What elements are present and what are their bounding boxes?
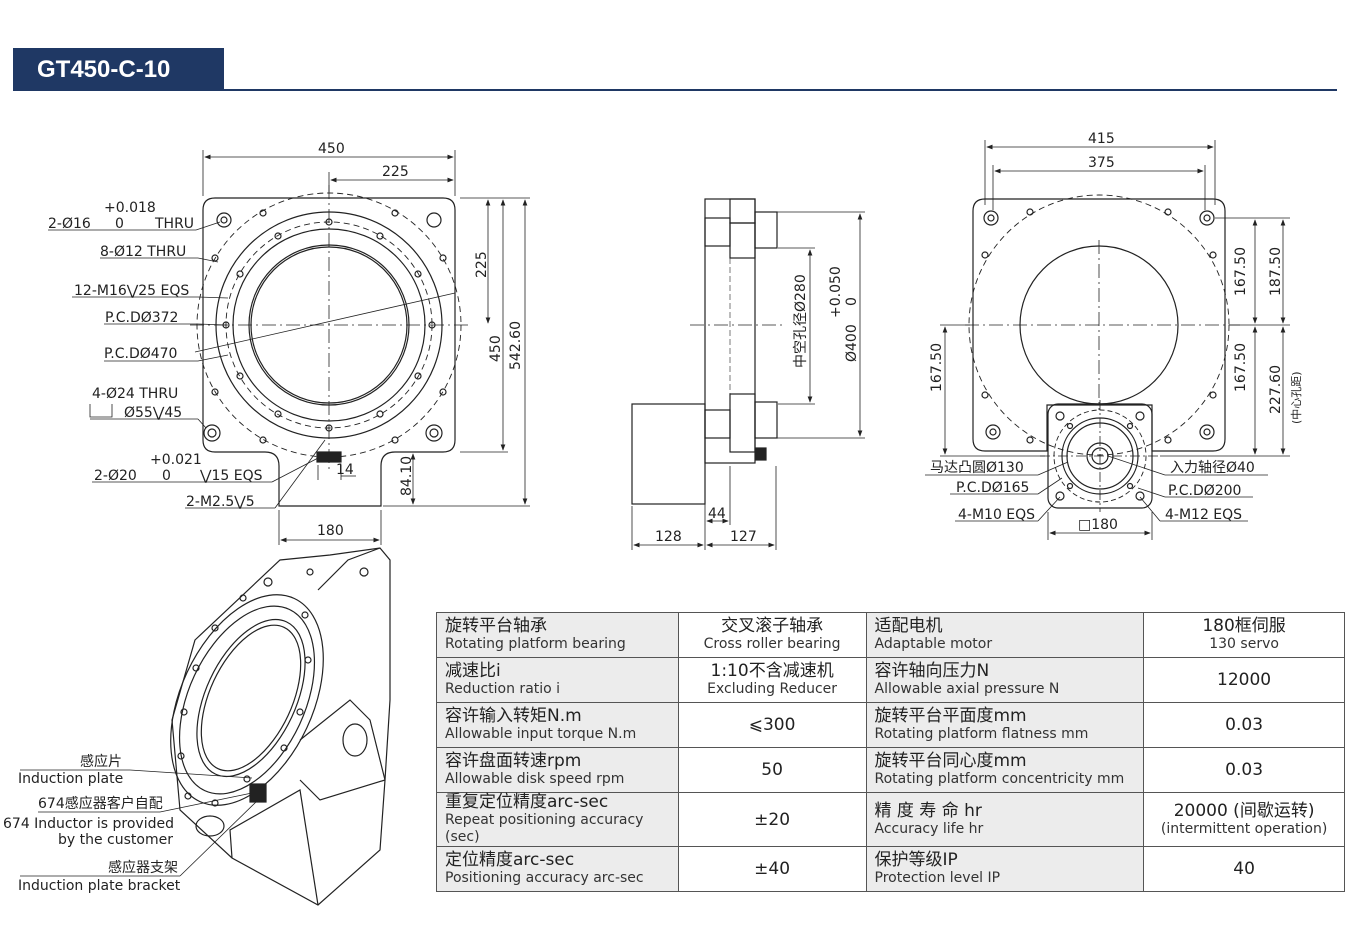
tol-lower: 0 <box>115 216 124 232</box>
callout-pcd-372: P.C.DØ372 <box>105 310 178 326</box>
spec-value: 0.03 <box>1143 747 1345 793</box>
label-bracket-en: Induction plate bracket <box>18 878 181 894</box>
top-view-dimensions <box>48 150 530 545</box>
dim-450-vertical: 450 <box>488 335 504 362</box>
motor-view-labels: 415 375 167.50 187.50 167.50 227.60 (中心孔… <box>929 131 1303 533</box>
center-distance-note: (中心孔距) <box>1290 371 1303 424</box>
model-title: GT450-C-10 <box>13 48 224 91</box>
dim-450: 450 <box>318 141 345 157</box>
tol-0: 0 <box>844 297 860 306</box>
tol-upper: +0.018 <box>104 200 156 216</box>
dim-375: 375 <box>1088 155 1115 171</box>
side-view-dimensions <box>631 211 865 550</box>
top-view-labels: 450 225 225 450 542.60 84.10 180 14 +0.0… <box>48 141 524 539</box>
callout-pcd-470: P.C.DØ470 <box>104 346 177 362</box>
dim-167-50-b: 167.50 <box>1233 343 1249 392</box>
dim-415: 415 <box>1088 131 1115 147</box>
callout-pcd-165: P.C.DØ165 <box>956 480 1029 496</box>
tol-upper-2: +0.021 <box>150 452 202 468</box>
callout-15-eqs: ⋁15 EQS <box>199 468 263 484</box>
callout-d55: Ø55⋁45 <box>124 405 182 421</box>
spec-value: ±20 <box>677 792 867 847</box>
spec-value: 12000 <box>1143 657 1345 703</box>
dim-167-50-c: 167.50 <box>929 343 945 392</box>
spec-value: ⩽300 <box>677 702 867 748</box>
callout-thru: THRU <box>154 216 194 232</box>
dim-84-10: 84.10 <box>399 456 415 496</box>
dim-227-60: 227.60 <box>1268 365 1284 414</box>
dim-180: 180 <box>317 523 344 539</box>
label-bracket-zh: 感应器支架 <box>108 859 178 876</box>
callout-4-d24: 4-Ø24 THRU <box>92 386 178 402</box>
label-inductor-en-1: 674 Inductor is provided <box>3 816 174 832</box>
dim-14: 14 <box>336 462 354 478</box>
label-induction-plate-en: Induction plate <box>18 771 123 787</box>
tol-0-050: +0.050 <box>828 266 844 318</box>
spec-value: ±40 <box>677 846 867 892</box>
dim-225: 225 <box>382 164 409 180</box>
dim-bore-280: 中空孔径Ø280 <box>793 274 809 368</box>
title-rule <box>13 89 1337 91</box>
callout-4-m10: 4-M10 EQS <box>958 507 1035 523</box>
iso-leaders <box>20 769 259 877</box>
callout-4-m12: 4-M12 EQS <box>1165 507 1242 523</box>
callout-pcd-200: P.C.DØ200 <box>1168 483 1241 499</box>
callout-input-shaft: 入力轴径Ø40 <box>1170 460 1255 476</box>
dim-44: 44 <box>708 506 726 522</box>
dim-127: 127 <box>730 529 757 545</box>
callout-12-m16: 12-M16⋁25 EQS <box>74 283 189 299</box>
motor-view-dimensions <box>925 140 1290 540</box>
side-view-labels: 128 44 127 中空孔径Ø280 +0.050 0 Ø400 <box>655 266 860 545</box>
spec-value: 0.03 <box>1143 702 1345 748</box>
dim-542-60: 542.60 <box>508 321 524 370</box>
dim-128: 128 <box>655 529 682 545</box>
callout-motor-boss: 马达凸圆Ø130 <box>930 460 1024 476</box>
label-inductor-en-2: by the customer <box>58 832 173 848</box>
side-view <box>631 198 785 505</box>
spec-value: 40 <box>1143 846 1345 892</box>
iso-labels: 感应片 Induction plate 674感应器客户自配 674 Induc… <box>3 753 181 894</box>
callout-8-d12: 8-Ø12 THRU <box>100 244 186 260</box>
dim-225-vertical: 225 <box>474 251 490 278</box>
isometric-view <box>170 547 391 906</box>
callout-2-d16: 2-Ø16 <box>48 216 91 232</box>
callout-m2-5: 2-M2.5⋁5 <box>186 494 255 510</box>
dim-d400: Ø400 <box>844 324 860 362</box>
tol-lower-2: 0 <box>162 468 171 484</box>
label-inductor-zh: 674感应器客户自配 <box>38 795 163 812</box>
motor-view <box>965 194 1240 512</box>
dim-167-50-a: 167.50 <box>1233 247 1249 296</box>
label-induction-plate-zh: 感应片 <box>80 753 122 770</box>
dim-sq180: □180 <box>1078 517 1118 533</box>
top-view <box>190 185 470 507</box>
spec-value: 20000 (间歇运转)(intermittent operation) <box>1143 792 1345 847</box>
spec-value: 50 <box>677 747 867 793</box>
dim-187-50: 187.50 <box>1268 247 1284 296</box>
callout-2-d20: 2-Ø20 <box>94 468 137 484</box>
